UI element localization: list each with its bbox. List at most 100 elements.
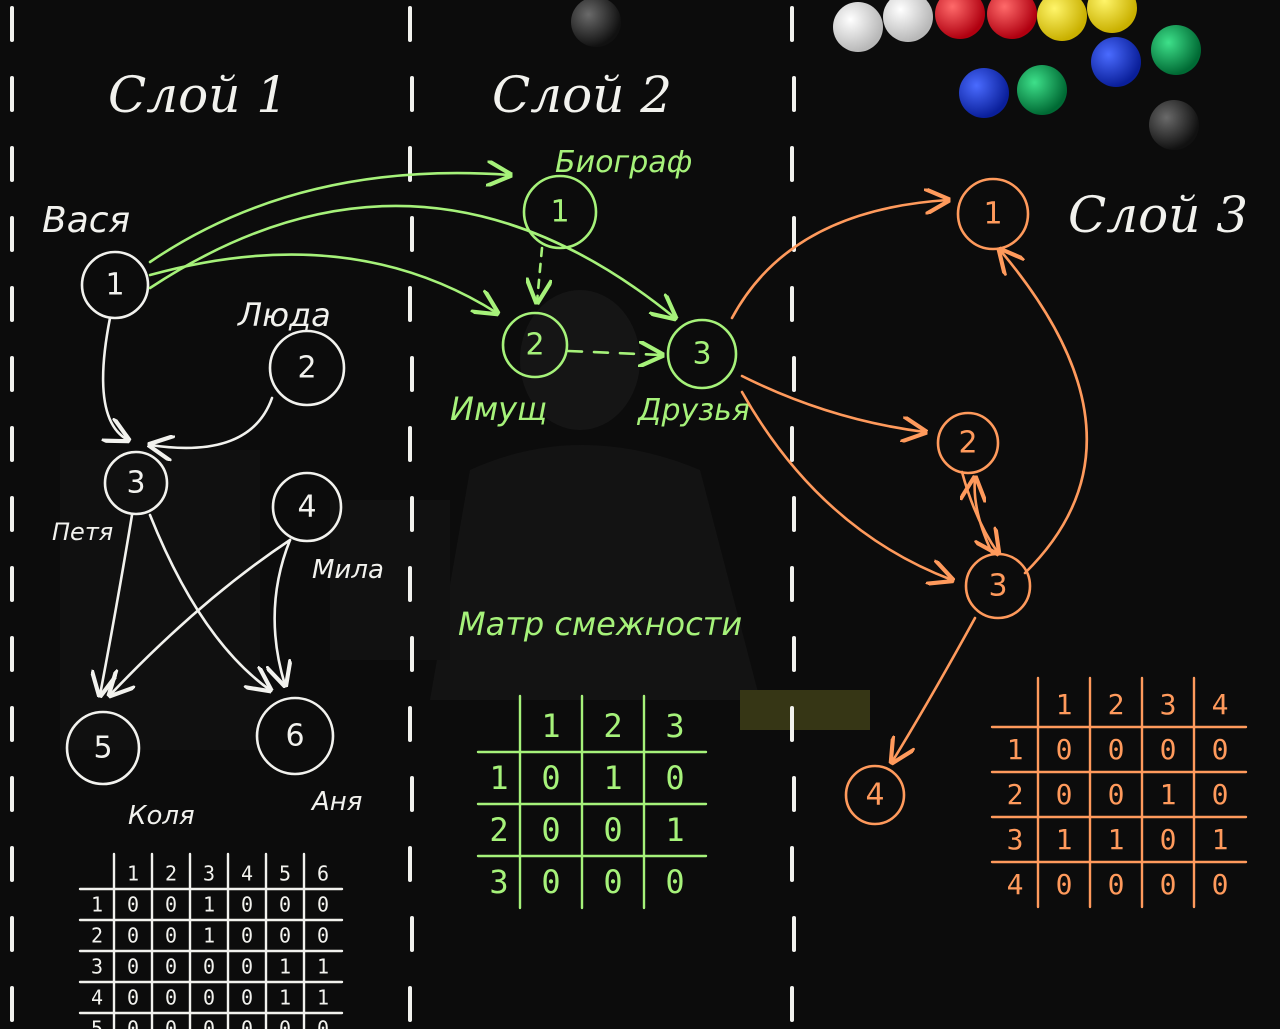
- l2-matrix-cell: 0: [665, 863, 684, 901]
- l1-matrix-cell: 0: [203, 1017, 215, 1029]
- l3-matrix-cell: 0: [1160, 733, 1177, 766]
- l1-matrix-cell: 0: [165, 1017, 177, 1029]
- magnet: [935, 0, 985, 39]
- l3-matrix-cell: 0: [1056, 778, 1073, 811]
- magnet: [1037, 0, 1087, 41]
- magnet: [833, 2, 883, 52]
- l3-node-2-circle: [936, 411, 1000, 475]
- l1-matrix-row-label: 5: [91, 1017, 103, 1029]
- l3-matrix-cell: 1: [1056, 823, 1073, 856]
- l2-matrix-cell: 0: [665, 759, 684, 797]
- l3-matrix-cell: 0: [1108, 868, 1125, 901]
- l3-node-4-num: 4: [865, 778, 884, 813]
- magnet: [1149, 100, 1199, 150]
- l2-edge-1-2: [537, 246, 542, 302]
- l1-edge-4-5: [110, 538, 292, 695]
- l1-node-2-num: 2: [297, 351, 316, 386]
- magnets: [571, 0, 1201, 150]
- l2-node-1-num: 1: [550, 195, 569, 230]
- l3-matrix-cell: 0: [1056, 868, 1073, 901]
- l1-node-3-name: Петя: [52, 518, 113, 546]
- l2-node-1-name: Биограф: [555, 145, 692, 180]
- layer3-heading: Слой 3: [1068, 186, 1248, 244]
- l1-node-2-circle: [268, 329, 346, 407]
- l3-matrix-cell: 0: [1212, 868, 1229, 901]
- l2-matrix-cell: 0: [541, 863, 560, 901]
- l1-matrix-cell: 0: [241, 1017, 253, 1029]
- l2-node-2-circle: [501, 311, 569, 379]
- l1-matrix-cell: 0: [165, 955, 177, 979]
- l1-node-1-num: 1: [105, 268, 124, 303]
- l1-node-5-name: Коля: [128, 801, 195, 831]
- l3-matrix-cell: 0: [1056, 733, 1073, 766]
- l2-matrix-cell: 1: [665, 811, 684, 849]
- l3-matrix-cell: 0: [1160, 868, 1177, 901]
- l3-matrix-cell: 1: [1160, 778, 1177, 811]
- l2-edge-2-3: [566, 351, 662, 355]
- l3-matrix-col-header: 2: [1108, 688, 1125, 721]
- l2-matrix-row-label: 1: [489, 759, 508, 797]
- l2-edge-vasya-druzya: [148, 204, 675, 318]
- l2-edge-vasya-biograf: [148, 173, 510, 264]
- l1-matrix-cell: 0: [165, 924, 177, 948]
- l2-matrix-cell: 0: [603, 863, 622, 901]
- l1-edge-3-5: [100, 513, 134, 695]
- l1-matrix-col-header: 2: [165, 862, 177, 886]
- magnet: [1087, 0, 1137, 33]
- l1-node-1-circle: [80, 250, 150, 320]
- l3-matrix-cell: 0: [1212, 733, 1229, 766]
- l1-matrix-cell: 0: [279, 924, 291, 948]
- l3-edge-3-4: [892, 616, 977, 762]
- l1-matrix-cell: 0: [127, 1017, 139, 1029]
- column-separators: [10, 6, 796, 1022]
- l1-edge-2-3: [150, 396, 274, 448]
- l2-node-1-circle: [522, 174, 598, 250]
- l2-matrix-title: Матр смежности: [458, 605, 742, 643]
- l1-node-6-name: Аня: [310, 787, 362, 817]
- l1-matrix-cell: 0: [317, 1017, 329, 1029]
- l3-edge-druzya-2: [740, 374, 925, 432]
- l2-node-3-name: Друзья: [636, 393, 750, 428]
- l2-matrix-row-label: 2: [489, 811, 508, 849]
- l1-node-6-circle: [255, 696, 335, 776]
- l3-matrix-cell: 1: [1108, 823, 1125, 856]
- l3-matrix-cell: 0: [1108, 778, 1125, 811]
- l1-matrix-cell: 0: [127, 986, 139, 1010]
- l1-matrix-col-header: 3: [203, 862, 215, 886]
- l3-matrix-row-label: 3: [1007, 823, 1024, 856]
- l1-matrix-row-label: 3: [91, 955, 103, 979]
- l2-node-2-num: 2: [525, 328, 544, 363]
- magnet: [1151, 25, 1201, 75]
- l1-matrix-cell: 0: [203, 955, 215, 979]
- layer1-graph: [65, 250, 346, 786]
- l1-edge-3-6: [148, 513, 270, 690]
- l1-matrix-cell: 1: [317, 955, 329, 979]
- l3-matrix-cell: 1: [1212, 823, 1229, 856]
- l1-matrix-row-label: 2: [91, 924, 103, 948]
- layer3-graph: [730, 177, 1089, 826]
- l1-node-6-num: 6: [285, 719, 304, 754]
- l3-matrix-col-header: 3: [1160, 688, 1177, 721]
- l1-matrix-cell: 0: [279, 1017, 291, 1029]
- magnet: [1017, 65, 1067, 115]
- l1-matrix-row-label: 1: [91, 893, 103, 917]
- l3-node-4-circle: [844, 764, 906, 826]
- magnet: [883, 0, 933, 42]
- l1-matrix-cell: 0: [317, 924, 329, 948]
- magnet: [571, 0, 621, 47]
- l3-node-1-num: 1: [983, 197, 1002, 232]
- l2-matrix-cell: 0: [541, 811, 560, 849]
- l1-node-2-name: Люда: [237, 296, 331, 334]
- l1-matrix-cell: 1: [279, 986, 291, 1010]
- l2-node-3-num: 3: [692, 337, 711, 372]
- layer2-heading: Слой 2: [492, 66, 672, 124]
- magnet: [959, 68, 1009, 118]
- l1-node-5-circle: [65, 710, 141, 786]
- l1-matrix-cell: 0: [317, 893, 329, 917]
- l2-matrix-cell: 1: [603, 759, 622, 797]
- l1-matrix-row-label: 4: [91, 986, 103, 1010]
